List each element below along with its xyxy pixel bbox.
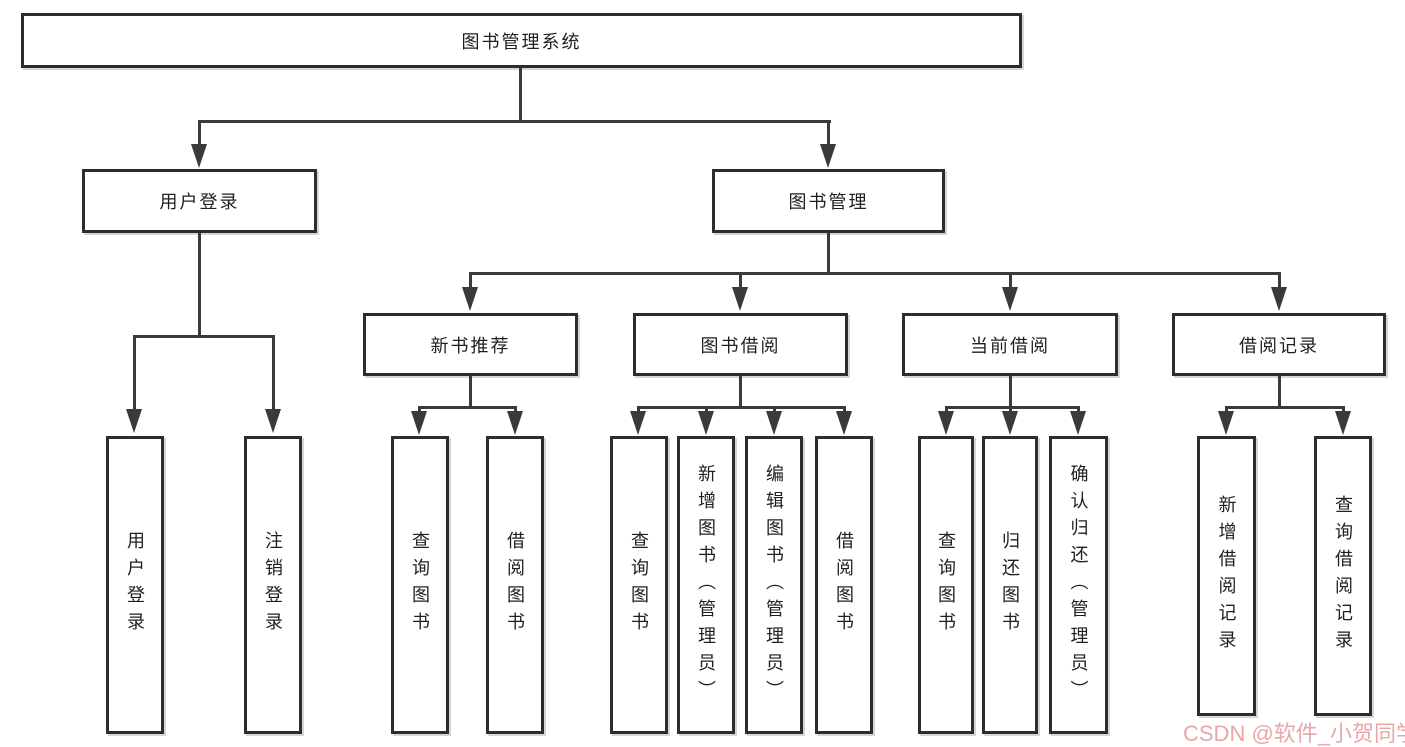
connector-stem (1009, 406, 1012, 414)
leaf-query-books-borrowing: 查询图书 (610, 436, 668, 734)
arrowhead-down-icon (265, 409, 281, 433)
leaf-borrow-books: 借阅图书 (815, 436, 873, 734)
arrowhead-down-icon (507, 411, 523, 435)
connector-group-split (418, 406, 517, 409)
arrowhead-down-icon (938, 411, 954, 435)
node-book-management: 图书管理 (712, 169, 945, 233)
connector-stem (843, 406, 846, 414)
connector-user-login-split (133, 335, 275, 338)
connector-group-split (637, 406, 845, 409)
connector-stem (773, 406, 776, 414)
arrowhead-down-icon (698, 411, 714, 435)
connector-stem (418, 406, 421, 414)
connector-stem (739, 272, 742, 290)
leaf-query-books-current: 查询图书 (918, 436, 974, 734)
arrowhead-down-icon (1218, 411, 1234, 435)
leaf-edit-books-admin: 编辑图书（管理员） (745, 436, 803, 734)
node-new-book-recommend: 新书推荐 (363, 313, 578, 376)
connector-group-drop (1009, 376, 1012, 408)
connector-group-drop (469, 376, 472, 408)
connector-root-drop (519, 68, 522, 122)
node-user-login: 用户登录 (82, 169, 317, 233)
connector-stem (945, 406, 948, 414)
leaf-add-borrow-record: 新增借阅记录 (1197, 436, 1256, 716)
connector-user-login-drop (198, 233, 201, 337)
node-library-management-system: 图书管理系统 (21, 13, 1022, 68)
connector-stem (272, 335, 275, 411)
arrowhead-down-icon (1002, 287, 1018, 311)
connector-stem (514, 406, 517, 414)
connector-root-split (198, 120, 831, 123)
leaf-logout: 注销登录 (244, 436, 302, 734)
connector-book-mgmt-split (469, 272, 1281, 275)
leaf-query-borrow-record: 查询借阅记录 (1314, 436, 1372, 716)
arrowhead-down-icon (820, 144, 836, 168)
arrowhead-down-icon (836, 411, 852, 435)
connector-stem (469, 272, 472, 290)
arrowhead-down-icon (1070, 411, 1086, 435)
connector-group-split (1225, 406, 1344, 409)
leaf-return-books: 归还图书 (982, 436, 1038, 734)
connector-group-drop (1278, 376, 1281, 408)
connector-stem (1009, 272, 1012, 290)
connector-stem (1225, 406, 1228, 414)
connector-stem (637, 406, 640, 414)
node-borrowing-records: 借阅记录 (1172, 313, 1386, 376)
watermark: CSDN @软件_小贺同学 (1183, 721, 1405, 746)
arrowhead-down-icon (191, 144, 207, 168)
connector-book-mgmt-drop (827, 233, 830, 275)
arrowhead-down-icon (126, 409, 142, 433)
leaf-user-login: 用户登录 (106, 436, 164, 734)
arrowhead-down-icon (630, 411, 646, 435)
arrowhead-down-icon (1335, 411, 1351, 435)
connector-stem (133, 335, 136, 411)
connector-stem (198, 120, 201, 148)
connector-stem (705, 406, 708, 414)
arrowhead-down-icon (411, 411, 427, 435)
connector-stem (1077, 406, 1080, 414)
node-current-borrowing: 当前借阅 (902, 313, 1118, 376)
arrowhead-down-icon (1002, 411, 1018, 435)
connector-stem (827, 120, 830, 148)
connector-stem (1342, 406, 1345, 414)
connector-group-drop (739, 376, 742, 408)
leaf-confirm-return-admin: 确认归还（管理员） (1049, 436, 1108, 734)
leaf-query-books-recommend: 查询图书 (391, 436, 449, 734)
node-book-borrowing: 图书借阅 (633, 313, 848, 376)
connector-stem (1278, 272, 1281, 290)
arrowhead-down-icon (1271, 287, 1287, 311)
leaf-add-books-admin: 新增图书（管理员） (677, 436, 735, 734)
arrowhead-down-icon (462, 287, 478, 311)
connector-group-split (945, 406, 1079, 409)
arrowhead-down-icon (732, 287, 748, 311)
arrowhead-down-icon (766, 411, 782, 435)
leaf-borrow-books-recommend: 借阅图书 (486, 436, 544, 734)
